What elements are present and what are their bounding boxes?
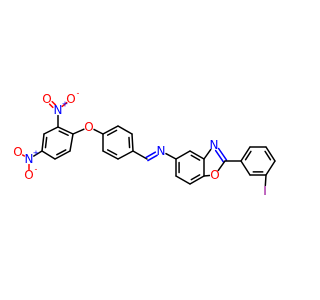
bond-B3-ON [203,148,212,160]
bonds [21,100,276,187]
charge-label: + [33,149,40,158]
bond-M3-M4 [131,133,134,152]
bond-M2-M3 [117,125,133,135]
bond-R1-R2-inner [244,150,252,161]
bond-L1-OE [72,128,85,135]
canvas-background [0,0,300,300]
bond-NI-B1 [165,152,177,160]
imine-nitrogen-label: N [157,144,166,158]
oxygen-label: O [42,92,51,106]
label-backdrop [24,170,34,180]
oxazole-oxygen-label: O [210,168,219,182]
label-backdrop [84,122,94,132]
label-backdrop [13,147,23,157]
bond-N2-O2a [21,154,26,157]
bond-M5-M6 [102,150,119,160]
bond-R4-R5 [265,160,276,176]
bond-R1-R2 [240,146,251,162]
bond-M1-M2 [102,125,119,135]
oxygen-label: O [13,145,22,159]
ether-oxygen-label: O [84,120,93,134]
nitrogen-label: N [54,103,63,117]
iodine-label: I [263,184,267,198]
label-backdrop [210,170,220,180]
charge-label: - [77,89,80,98]
bond-N1-O1b [61,101,68,108]
bond-CH-NI-a [147,154,158,162]
bond-R3-R4 [265,146,276,162]
bond-L3-L4 [41,150,56,160]
bond-L1-L2 [69,133,74,152]
bond-ON-C2-a [214,149,225,163]
bond-M4-M5 [117,150,134,160]
label-backdrop [42,94,52,104]
label-backdrop [156,146,166,156]
bond-M1-M2-inner [106,129,118,136]
oxygen-label: O [66,92,75,106]
bond-L5-L6 [43,126,59,135]
bond-B4-B5 [189,175,205,185]
bond-N1-O1a-a [51,100,57,106]
oxazole-nitrogen-label: N [210,138,219,152]
bond-L2-L3 [54,150,71,160]
bond-B1-B2 [175,150,191,160]
bond-B4-B5-inner [190,174,201,181]
bond-L4-L5 [41,133,45,152]
bond-M4-CH [132,150,148,160]
bond-R3-R4-inner [264,150,272,161]
bond-L6-L1-inner [58,130,69,136]
bond-B2-B3 [189,150,205,160]
bond-L4-L5-inner [44,136,48,149]
bond-M5-M6-inner [106,149,118,156]
label-backdrop [24,154,34,164]
bond-L4-N2 [32,150,43,157]
bond-L2-L3-inner [56,149,67,156]
label-backdrop [66,94,76,104]
nitrogen-label: N [25,152,34,166]
oxygen-label: O [24,168,33,182]
charge-label: - [35,165,38,174]
bond-ON-C2-b [217,147,228,161]
bond-B5-B6 [175,175,191,185]
bond-N1-O1a-b [48,103,54,109]
bond-OO-B4 [203,174,211,177]
bond-L6-L1 [57,126,74,135]
label-backdrop [260,186,270,196]
label-backdrop [53,105,63,115]
bond-C2-OO [217,160,226,172]
bond-R5-I [264,174,267,187]
label-backdrop [209,140,219,150]
bond-CH-NI-b [145,151,157,159]
charge-label: + [62,100,69,109]
bond-R6-R1 [240,160,251,176]
bond-M3-M4-inner [128,136,131,149]
bond-OE-M1 [93,128,104,135]
bond-B2-B3-inner [190,154,201,161]
